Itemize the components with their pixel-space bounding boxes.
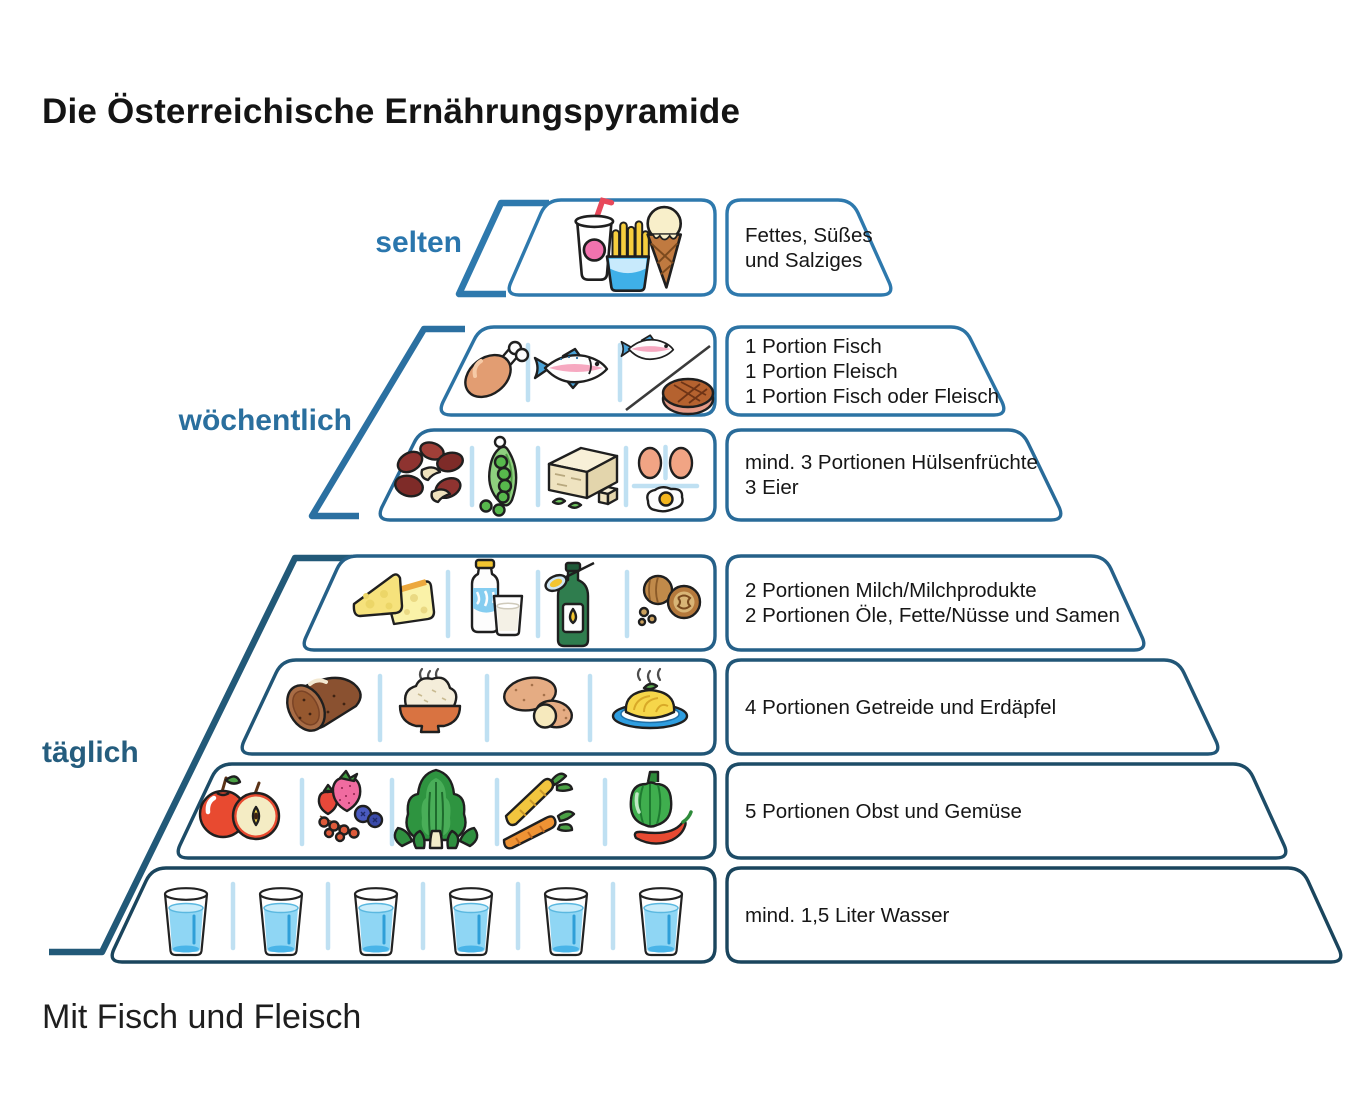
ice-cream-icon bbox=[646, 205, 683, 289]
chicken-leg-icon bbox=[464, 340, 530, 399]
label-line: 2 Portionen Öle, Fette/Nüsse und Samen bbox=[745, 604, 1120, 627]
level-6-label-box bbox=[725, 762, 1288, 860]
level-5-icon-box bbox=[240, 658, 717, 756]
french-fries-icon bbox=[605, 220, 651, 293]
bracket-woechentlich bbox=[308, 325, 465, 520]
level-4-label: 2 Portionen Milch/Milchprodukte 2 Portio… bbox=[745, 556, 1120, 650]
level-1-icons bbox=[574, 197, 683, 293]
level-7-label: mind. 1,5 Liter Wasser bbox=[745, 868, 949, 962]
level-3-label: mind. 3 Portionen Hülsenfrüchte 3 Eier bbox=[745, 430, 1038, 520]
frequency-label-taeglich: täglich bbox=[42, 736, 139, 769]
level-2-label-box bbox=[725, 325, 1006, 417]
lettuce-icon bbox=[393, 768, 479, 850]
fish-icon bbox=[533, 347, 609, 390]
frequency-label-selten: selten bbox=[375, 226, 462, 259]
level-4-label-box bbox=[725, 554, 1146, 652]
icon-cell-dividers bbox=[230, 342, 630, 951]
label-line: 1 Portion Fleisch bbox=[745, 359, 898, 383]
label-line: 3 Eier bbox=[745, 476, 799, 499]
steak-icon bbox=[661, 377, 715, 416]
pasta-icon bbox=[611, 667, 689, 730]
label-line: und Salziges bbox=[745, 248, 863, 272]
eggs-icon bbox=[631, 444, 700, 513]
beans-icon bbox=[394, 441, 464, 504]
level-1-label: Fettes, Süßes und Salziges bbox=[745, 200, 873, 295]
pea-pod-icon bbox=[479, 435, 518, 517]
soft-drink-icon bbox=[574, 197, 615, 282]
milk-icon bbox=[470, 558, 524, 637]
level-7-label-box bbox=[725, 866, 1343, 964]
label-line: Fettes, Süßes bbox=[745, 223, 873, 247]
footer-note: Mit Fisch und Fleisch bbox=[42, 998, 362, 1036]
label-line: mind. 1,5 Liter Wasser bbox=[745, 903, 950, 927]
level-1-label-box bbox=[725, 198, 893, 297]
tofu-icon bbox=[547, 446, 619, 509]
level-3-label-box bbox=[725, 428, 1063, 522]
bracket-selten bbox=[455, 199, 549, 298]
potatoes-icon bbox=[503, 676, 574, 729]
label-line: 5 Portionen Obst und Gemüse bbox=[745, 799, 1022, 823]
label-line: mind. 3 Portionen Hülsenfrüchte bbox=[745, 451, 1038, 474]
level-5-label: 4 Portionen Getreide und Erdäpfel bbox=[745, 660, 1056, 754]
peppers-icon bbox=[629, 770, 693, 845]
small-fish-icon bbox=[620, 334, 675, 361]
rice-icon bbox=[398, 667, 462, 734]
frequency-label-woechentlich: wöchentlich bbox=[178, 404, 352, 437]
level-6-label: 5 Portionen Obst und Gemüse bbox=[745, 764, 1022, 858]
level-5-label-box bbox=[725, 658, 1220, 756]
fish-or-meat-icon bbox=[620, 334, 715, 416]
label-line: 4 Portionen Getreide und Erdäpfel bbox=[745, 695, 1057, 719]
level-3-icon-box bbox=[378, 428, 717, 522]
bracket-taeglich bbox=[49, 554, 352, 956]
carrots-icon bbox=[502, 772, 576, 850]
page-title: Die Österreichische Ernährungspyramide bbox=[42, 92, 741, 131]
oil-icon bbox=[544, 561, 595, 648]
level-2-label: 1 Portion Fisch 1 Portion Fleisch 1 Port… bbox=[745, 327, 999, 415]
nuts-icon bbox=[637, 574, 702, 627]
apple-icon bbox=[198, 775, 281, 841]
label-line: 1 Portion Fisch oder Fleisch bbox=[745, 384, 1000, 408]
bread-icon bbox=[286, 676, 362, 732]
tofu-cube bbox=[597, 485, 619, 506]
label-line: 2 Portionen Milch/Milchprodukte bbox=[745, 579, 1037, 602]
cheese-icon bbox=[352, 573, 436, 626]
berries-icon bbox=[317, 769, 384, 843]
label-line: 1 Portion Fisch bbox=[745, 334, 882, 358]
